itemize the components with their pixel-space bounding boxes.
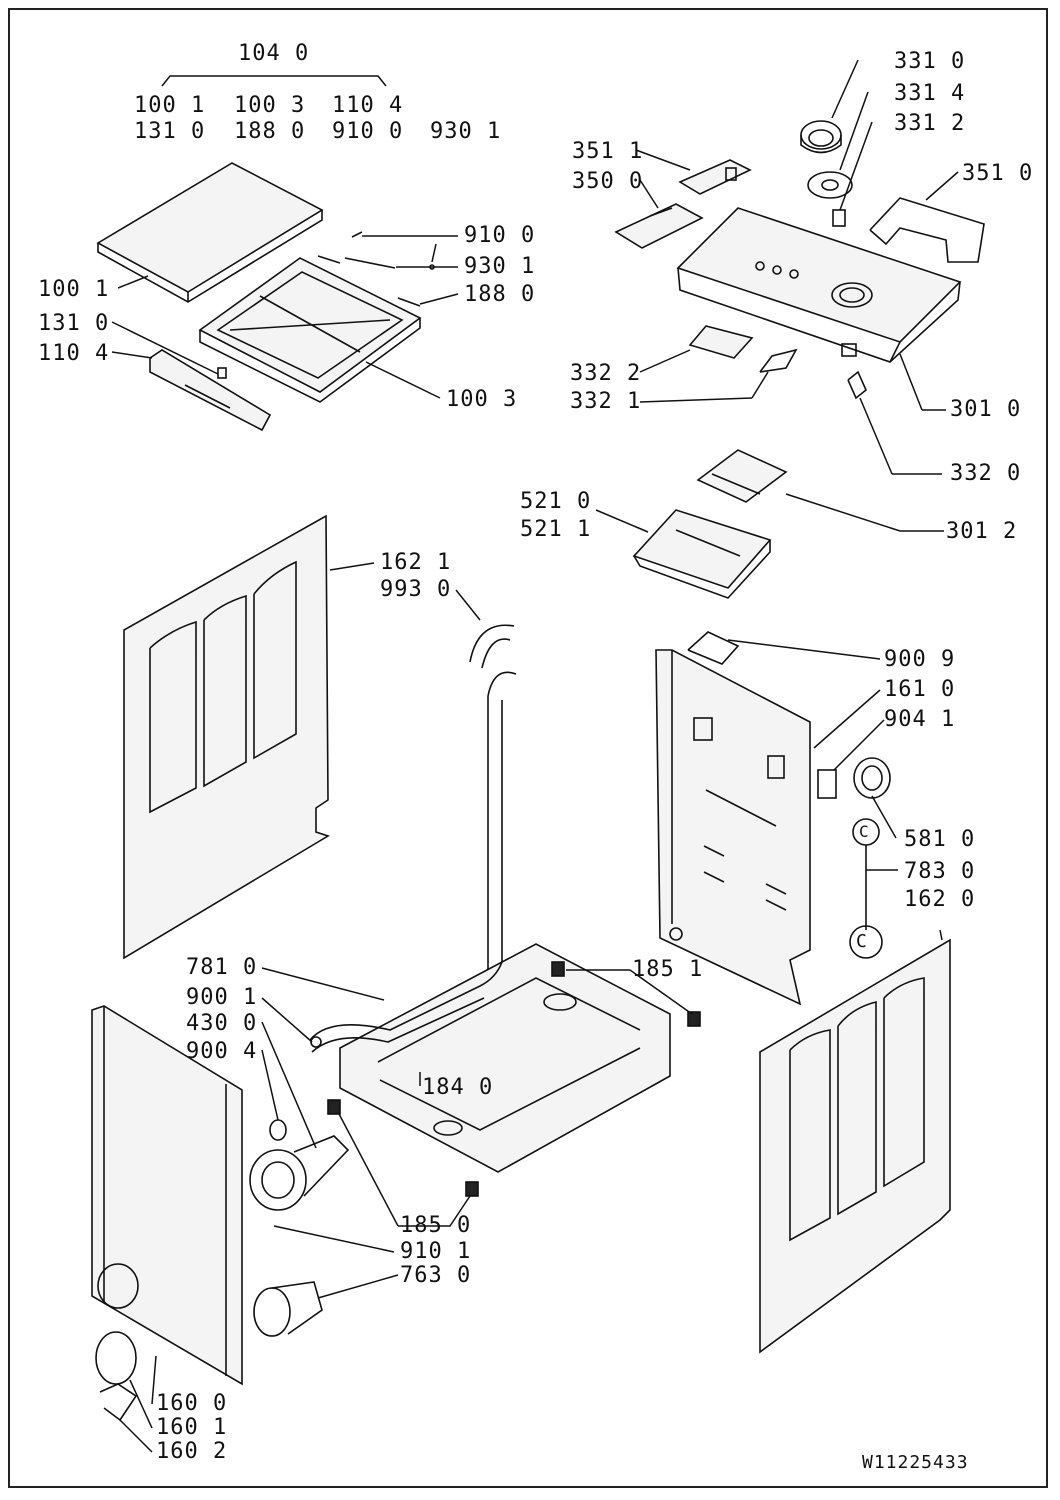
- part-top-frame-100-3: [198, 257, 422, 403]
- label-332-1: 332 1: [570, 389, 642, 414]
- group-row1-item-1: 100 1: [134, 93, 206, 118]
- group-bracket: [161, 75, 387, 87]
- label-332-2: 332 2: [570, 361, 642, 386]
- part-lid-100-1: [96, 162, 324, 303]
- part-pump-430-0: [249, 1135, 350, 1211]
- label-185-1: 185 1: [632, 957, 704, 982]
- label-430-0: 430 0: [186, 1011, 258, 1036]
- part-shaft-331-2: [832, 209, 846, 227]
- group-row1-item-3: 110 4: [332, 93, 404, 118]
- label-100-1: 100 1: [38, 277, 110, 302]
- part-board-350-0: [614, 203, 704, 249]
- label-332-0: 332 0: [950, 461, 1022, 486]
- label-131-0: 131 0: [38, 311, 110, 336]
- label-188-0: 188 0: [464, 282, 536, 307]
- label-331-4: 331 4: [894, 81, 966, 106]
- label-910-0: 910 0: [464, 223, 536, 248]
- label-904-1: 904 1: [884, 707, 956, 732]
- label-161-0: 161 0: [884, 677, 956, 702]
- label-110-4: 110 4: [38, 341, 110, 366]
- part-back-panel-161-0: [655, 649, 811, 1006]
- drawing-border: [8, 8, 1048, 1488]
- group-row1-item-2: 100 3: [234, 93, 306, 118]
- part-foot-185-0: [327, 1099, 479, 1197]
- part-connector-900-9: [687, 631, 740, 665]
- part-hose-993-0: [469, 624, 517, 970]
- label-301-0: 301 0: [950, 397, 1022, 422]
- label-185-0: 185 0: [400, 1213, 472, 1238]
- part-clip-783-0: [849, 818, 883, 959]
- part-dial-331-4: [807, 171, 853, 199]
- label-900-1: 900 1: [186, 985, 258, 1010]
- part-332-0: [847, 370, 867, 400]
- label-900-9: 900 9: [884, 647, 956, 672]
- label-910-1: 910 1: [400, 1239, 472, 1264]
- part-332-1: [759, 348, 798, 373]
- label-162-0: 162 0: [904, 887, 976, 912]
- label-350-0: 350 0: [572, 169, 644, 194]
- label-351-0: 351 0: [962, 161, 1034, 186]
- label-993-0: 993 0: [380, 577, 452, 602]
- part-904-1: [817, 769, 837, 799]
- label-930-1: 930 1: [464, 254, 536, 279]
- part-front-trim-110-4: [149, 349, 272, 432]
- part-filter-763-0: [253, 1281, 323, 1337]
- part-control-panel-301-0: [676, 207, 962, 363]
- group-label-104-0: 104 0: [238, 41, 310, 66]
- group-row2-item-1: 131 0: [134, 119, 206, 144]
- part-pulley-581-0: [853, 757, 891, 799]
- label-162-1: 162 1: [380, 550, 452, 575]
- label-783-0: 783 0: [904, 859, 976, 884]
- label-160-1: 160 1: [156, 1415, 228, 1440]
- part-front-panel-160-0: [91, 1005, 243, 1386]
- part-board-351-1: [678, 159, 752, 195]
- part-clip-160-2: [99, 1383, 138, 1422]
- label-781-0: 781 0: [186, 955, 258, 980]
- label-763-0: 763 0: [400, 1263, 472, 1288]
- label-521-0: 521 0: [520, 489, 592, 514]
- label-160-2: 160 2: [156, 1439, 228, 1464]
- leader-lines: [111, 59, 959, 1453]
- part-knob-331-0: [800, 120, 842, 154]
- group-row2-item-2: 188 0: [234, 119, 306, 144]
- label-100-3: 100 3: [446, 387, 518, 412]
- label-301-2: 301 2: [946, 519, 1018, 544]
- clip-marker-lower: C: [856, 931, 868, 952]
- part-strips: [317, 231, 435, 307]
- part-base-184-0: [339, 943, 671, 1173]
- part-foot-185-1: [551, 961, 701, 1027]
- part-bracket-351-0: [869, 197, 985, 263]
- part-dispenser-521: [632, 509, 772, 599]
- label-160-0: 160 0: [156, 1391, 228, 1416]
- label-581-0: 581 0: [904, 827, 976, 852]
- part-side-panel-162-0: [759, 938, 951, 1354]
- group-row2-item-3: 910 0: [332, 119, 404, 144]
- clip-marker-upper: C: [859, 822, 870, 841]
- part-clamp-900-4: [269, 1119, 287, 1141]
- part-332-2: [688, 325, 754, 359]
- label-351-1: 351 1: [572, 139, 644, 164]
- label-331-2: 331 2: [894, 111, 966, 136]
- group-row2-item-4: 930 1: [430, 119, 502, 144]
- label-521-1: 521 1: [520, 517, 592, 542]
- part-board-301-2: [696, 449, 788, 503]
- part-cover-160-1: [95, 1331, 137, 1385]
- part-side-panel-162-1: [123, 514, 330, 960]
- label-184-0: 184 0: [422, 1075, 494, 1100]
- document-number: W11225433: [862, 1452, 969, 1473]
- label-331-0: 331 0: [894, 49, 966, 74]
- label-900-4: 900 4: [186, 1039, 258, 1064]
